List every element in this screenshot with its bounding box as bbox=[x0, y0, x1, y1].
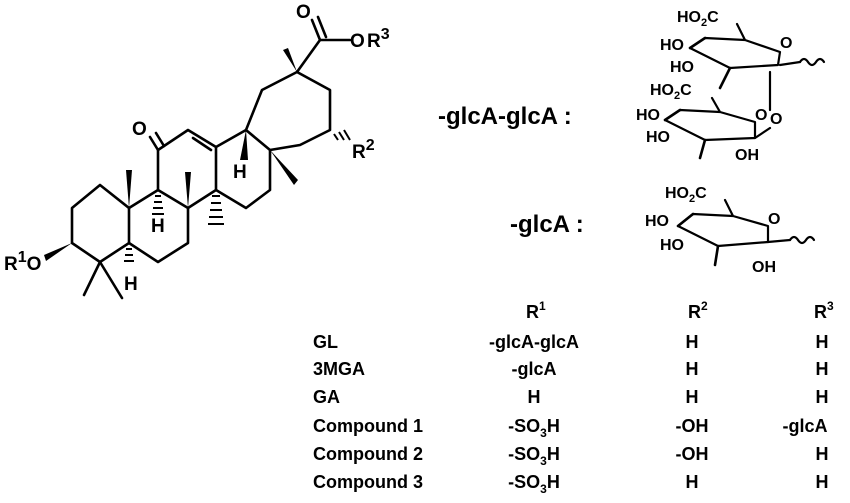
ring-c bbox=[156, 128, 218, 210]
h-c18: H bbox=[233, 162, 247, 183]
row-3mga-r1: -glcA bbox=[512, 359, 557, 379]
s1-ring-oxygen: O bbox=[780, 35, 792, 52]
ketone-bond-2 bbox=[154, 131, 166, 148]
s2-hydroxyl-a: HO bbox=[636, 107, 660, 124]
hash-c22-r2 bbox=[333, 129, 351, 141]
s3-hydroxyl-c: OH bbox=[752, 259, 776, 276]
ring-d bbox=[214, 128, 272, 210]
row-compound1-name: Compound 1 bbox=[313, 416, 423, 436]
ester-oxygen: O bbox=[350, 31, 365, 52]
r1-substituent: R1O bbox=[4, 249, 41, 275]
s1-hydroxyl-a: HO bbox=[660, 37, 684, 54]
s1-wavy-bond bbox=[798, 57, 826, 67]
ring-e bbox=[244, 70, 332, 152]
ring-b bbox=[127, 188, 190, 264]
s1-hydroxyl-b: HO bbox=[670, 59, 694, 76]
h-c5: H bbox=[124, 274, 138, 295]
wedge-c17-methyl bbox=[270, 150, 298, 185]
row-compound3-r3: H bbox=[816, 472, 829, 492]
wedge-c18-h-bond bbox=[240, 130, 248, 160]
row-compound3-name: Compound 3 bbox=[313, 472, 423, 492]
row-gl-r3: H bbox=[816, 332, 829, 352]
substituent-table: R1 R2 R3 GL -glcA-glcA H H 3MGA -glcA H … bbox=[313, 299, 834, 496]
row-compound3-r1: -SO3H bbox=[508, 472, 560, 496]
double-bond-c12-c13 bbox=[191, 136, 213, 152]
row-ga-r2: H bbox=[686, 387, 699, 407]
h-c9: H bbox=[151, 216, 165, 237]
row-compound1-r3: -glcA bbox=[783, 416, 828, 436]
header-r2: R2 bbox=[688, 299, 708, 322]
ketone-oxygen: O bbox=[132, 119, 147, 140]
s2-carboxyl: HO2C bbox=[650, 82, 692, 102]
s1-carboxyl: HO2C bbox=[677, 9, 719, 29]
sugar-1: HO2C O HO HO bbox=[660, 9, 826, 90]
s3-hydroxyl-b: HO bbox=[660, 237, 684, 254]
row-gl-name: GL bbox=[313, 332, 338, 352]
s3-ring-oxygen: O bbox=[768, 211, 780, 228]
s2-ring-oxygen: O bbox=[755, 107, 767, 124]
hash-c5-h bbox=[124, 248, 134, 262]
row-3mga-r2: H bbox=[686, 359, 699, 379]
ester-co-double-2 bbox=[316, 15, 328, 39]
header-r3: R3 bbox=[814, 299, 834, 322]
row-compound1-r2: -OH bbox=[676, 416, 709, 436]
row-compound2-r2: -OH bbox=[676, 444, 709, 464]
c4-methyl-a bbox=[82, 260, 102, 297]
row-compound3-r2: H bbox=[686, 472, 699, 492]
s3-carboxyl: HO2C bbox=[665, 185, 707, 205]
triterpenoid-skeleton bbox=[44, 15, 352, 300]
s3-wavy-bond bbox=[788, 235, 816, 245]
hash-c9-h bbox=[152, 195, 164, 215]
row-3mga-name: 3MGA bbox=[313, 359, 365, 379]
diglc-label: -glcA-glcA : bbox=[438, 103, 572, 130]
header-r1: R1 bbox=[526, 299, 546, 322]
wedge-c10-methyl bbox=[126, 170, 132, 208]
s2-hydroxyl-c: OH bbox=[735, 147, 759, 164]
row-3mga-r3: H bbox=[816, 359, 829, 379]
s2-link-oxygen: O bbox=[770, 111, 782, 128]
r2-substituent: R2 bbox=[352, 137, 375, 163]
sugar-2: HO2C O O HO HO OH bbox=[636, 70, 782, 164]
ester-co-double-1 bbox=[310, 18, 322, 42]
ester-c-bond bbox=[295, 38, 322, 74]
wedge-c8-methyl bbox=[185, 172, 191, 208]
ketone-bond-1 bbox=[148, 135, 160, 152]
row-ga-name: GA bbox=[313, 387, 340, 407]
s3-hydroxyl-a: HO bbox=[645, 213, 669, 230]
row-gl-r1: -glcA-glcA bbox=[489, 332, 579, 352]
s2-hydroxyl-b: HO bbox=[646, 129, 670, 146]
row-compound2-r3: H bbox=[816, 444, 829, 464]
wedge-c3-o bbox=[44, 243, 72, 261]
ester-carbonyl-oxygen: O bbox=[296, 2, 311, 23]
row-compound1-r1: -SO3H bbox=[508, 416, 560, 440]
r3-substituent: R3 bbox=[367, 26, 390, 52]
c4-methyl-b bbox=[98, 260, 124, 300]
ring-a bbox=[70, 183, 131, 264]
row-ga-r3: H bbox=[816, 387, 829, 407]
glc-label: -glcA : bbox=[510, 211, 584, 238]
row-compound2-r1: -SO3H bbox=[508, 444, 560, 468]
row-compound2-name: Compound 2 bbox=[313, 444, 423, 464]
hash-c14-methyl bbox=[208, 195, 224, 225]
row-gl-r2: H bbox=[686, 332, 699, 352]
sugar-3: HO2C O HO HO OH bbox=[645, 185, 816, 276]
row-ga-r1: H bbox=[528, 387, 541, 407]
wedge-c20-methyl bbox=[283, 48, 297, 72]
